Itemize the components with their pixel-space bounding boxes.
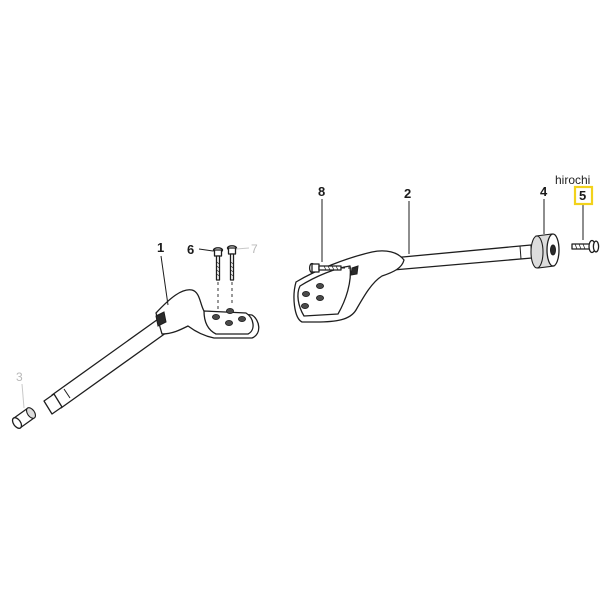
part-8-bolt [308, 262, 356, 274]
part-1-left-bracket [43, 289, 260, 415]
part-label-4: 4 [540, 184, 548, 199]
part-7-bolt [226, 245, 238, 306]
leader-1 [160, 255, 169, 306]
watermark-text: hirochi [555, 173, 590, 187]
part-2-right-bracket [293, 244, 533, 323]
part-label-5: 5 [579, 188, 586, 203]
part-3-end-cap [11, 407, 37, 429]
part-4-bushing [530, 233, 560, 269]
leader-6 [198, 248, 214, 252]
part-label-1: 1 [157, 240, 164, 255]
part-label-7: 7 [251, 242, 258, 256]
leader-7 [235, 247, 250, 250]
part-6-bolt [212, 247, 224, 312]
part-5-bolt [571, 239, 600, 254]
highlight-box-5 [573, 185, 594, 206]
part-label-3: 3 [16, 370, 23, 384]
leader-3 [21, 383, 25, 409]
part-label-6: 6 [187, 242, 194, 257]
part-label-2: 2 [404, 186, 411, 201]
part-label-8: 8 [318, 184, 325, 199]
